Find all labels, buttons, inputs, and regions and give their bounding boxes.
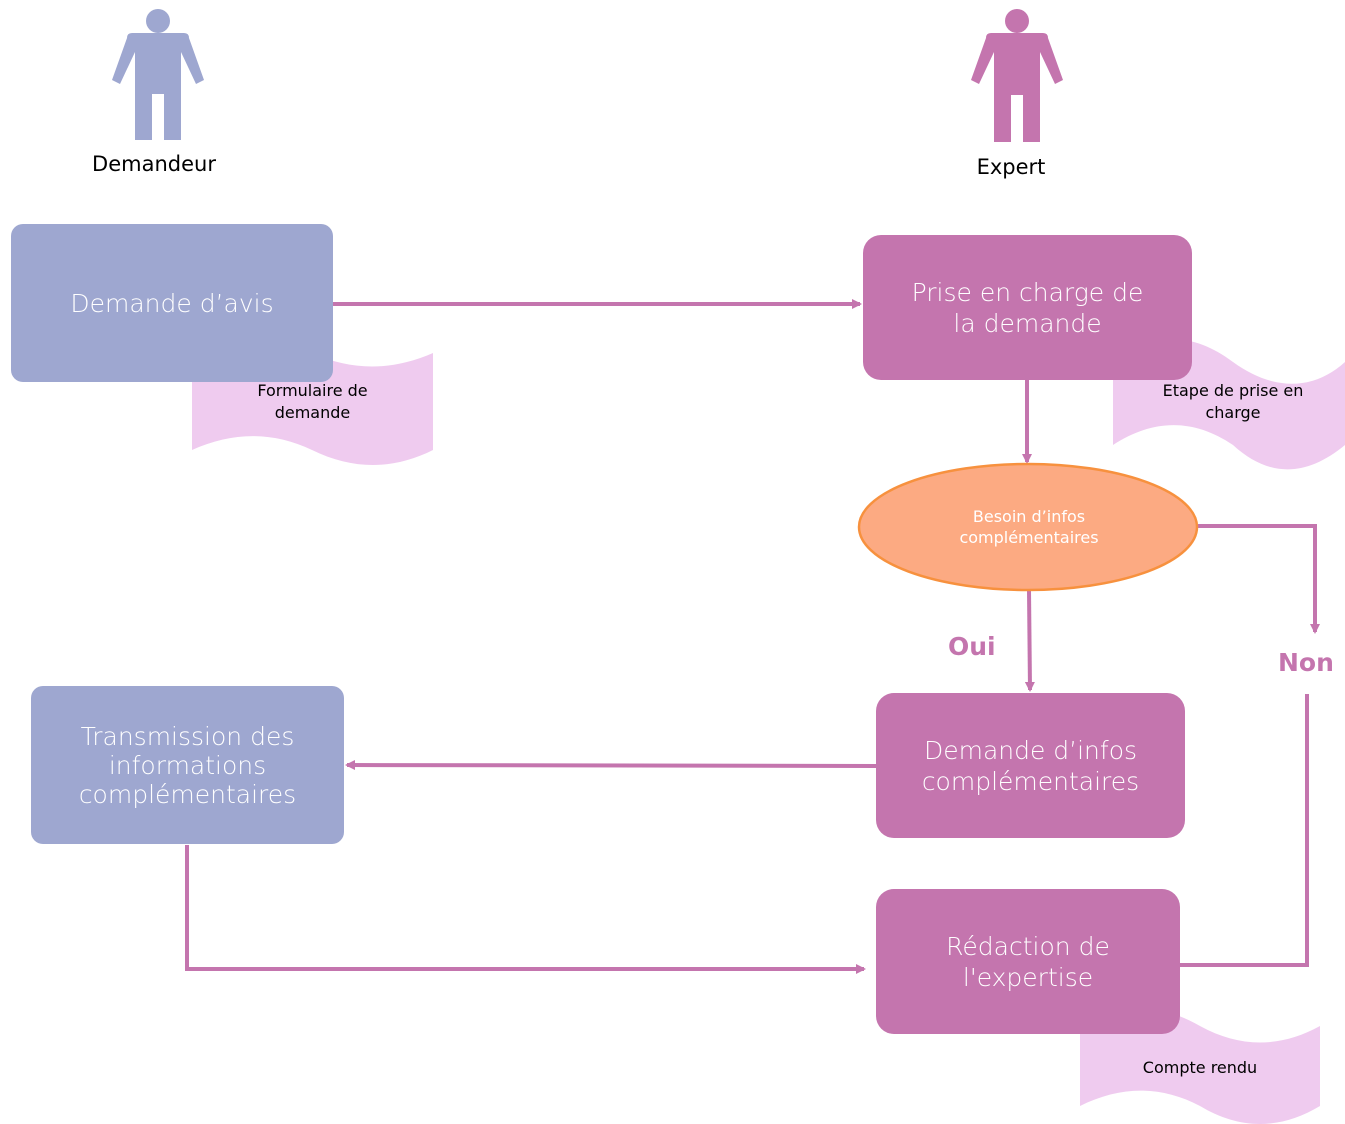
- document-formulaire-line-1: Formulaire de: [257, 381, 368, 400]
- document-etape-line-1: Etape de prise en: [1162, 381, 1304, 400]
- person-icon: [971, 9, 1063, 142]
- document-formulaire: Formulaire de demande: [192, 370, 433, 434]
- decision-line-2: complémentaires: [959, 528, 1099, 547]
- step-redaction: Rédaction de l'expertise: [876, 889, 1180, 1034]
- step-demande-avis-label: Demande d’avis: [70, 288, 273, 319]
- document-etape-label: Etape de prise en charge: [1163, 380, 1304, 424]
- step-transmission-label: Transmission des informations complément…: [79, 722, 296, 809]
- step-prise-en-charge-line-2: la demande: [953, 308, 1102, 338]
- step-transmission-line-3: complémentaires: [78, 779, 297, 809]
- step-transmission-line-1: Transmission des: [80, 721, 295, 751]
- document-shape-compte-rendu: [1080, 1008, 1320, 1124]
- document-compte-rendu: Compte rendu: [1080, 1050, 1320, 1086]
- arrow-demande-infos-to-transmission: [345, 760, 877, 771]
- step-demande-infos-line-1: Demande d’infos: [923, 735, 1138, 765]
- decision-ellipse: [857, 462, 1199, 592]
- decision-besoin-infos-label: Besoin d’infos complémentaires: [959, 506, 1098, 548]
- step-demande-avis-line-1: Demande d’avis: [70, 288, 274, 318]
- arrow-decision-to-non: [1198, 524, 1320, 634]
- arrow-decision-to-demande-infos: [1024, 589, 1035, 692]
- step-redaction-line-2: l'expertise: [962, 962, 1094, 992]
- step-demande-infos-line-2: complémentaires: [921, 766, 1140, 796]
- decision-line-1: Besoin d’infos: [972, 507, 1086, 526]
- step-prise-en-charge-line-1: Prise en charge de: [911, 277, 1144, 307]
- person-icon: [112, 9, 204, 140]
- step-redaction-line-1: Rédaction de: [946, 931, 1110, 961]
- step-transmission-line-2: informations: [108, 750, 267, 780]
- document-formulaire-line-2: demande: [274, 403, 351, 422]
- branch-label-non: Non: [1278, 648, 1334, 677]
- connectors: [185, 299, 1320, 974]
- line-non-to-redaction: [1180, 694, 1309, 967]
- decision-besoin-infos: Besoin d’infos complémentaires: [859, 497, 1199, 557]
- step-demande-avis: Demande d’avis: [11, 224, 333, 382]
- branch-label-oui: Oui: [948, 632, 996, 661]
- document-etape: Etape de prise en charge: [1113, 370, 1345, 434]
- document-etape-line-2: charge: [1205, 403, 1261, 422]
- actor-label-requester: Demandeur: [92, 152, 216, 176]
- document-compte-rendu-line-1: Compte rendu: [1142, 1058, 1258, 1077]
- step-demande-infos: Demande d’infos complémentaires: [876, 693, 1185, 838]
- step-redaction-label: Rédaction de l'expertise: [946, 931, 1110, 993]
- step-prise-en-charge: Prise en charge de la demande: [863, 235, 1192, 380]
- document-formulaire-label: Formulaire de demande: [257, 380, 367, 424]
- step-demande-infos-label: Demande d’infos complémentaires: [922, 735, 1139, 797]
- actor-label-expert: Expert: [976, 155, 1046, 179]
- step-prise-en-charge-label: Prise en charge de la demande: [912, 277, 1144, 339]
- step-transmission: Transmission des informations complément…: [31, 686, 344, 844]
- arrow-transmission-to-redaction: [185, 845, 866, 974]
